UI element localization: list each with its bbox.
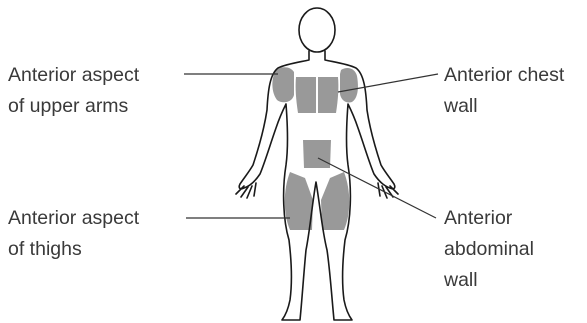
left-upper-arm-region [272, 67, 294, 102]
right-thigh-region [321, 172, 349, 230]
label-upper-arms-line1: Anterior aspect [8, 60, 139, 91]
label-abdomen-line3: wall [444, 265, 534, 296]
label-thighs-line2: of thighs [8, 234, 139, 265]
label-thighs-line1: Anterior aspect [8, 203, 139, 234]
label-abdomen-line2: abdominal [444, 234, 534, 265]
right-chest-region [318, 77, 338, 113]
shaded-regions [272, 67, 358, 230]
head-outline [299, 8, 335, 52]
abdominal-region [303, 140, 331, 168]
right-upper-arm-region [340, 68, 358, 103]
label-thighs: Anterior aspect of thighs [8, 203, 139, 265]
label-upper-arms-line2: of upper arms [8, 91, 139, 122]
label-chest-line1: Anterior chest [444, 60, 564, 91]
label-upper-arms: Anterior aspect of upper arms [8, 60, 139, 122]
label-abdomen: Anterior abdominal wall [444, 203, 534, 296]
label-chest-line2: wall [444, 91, 564, 122]
left-chest-region [296, 77, 316, 113]
label-abdomen-line1: Anterior [444, 203, 534, 234]
left-thigh-region [285, 172, 313, 230]
label-chest: Anterior chest wall [444, 60, 564, 122]
